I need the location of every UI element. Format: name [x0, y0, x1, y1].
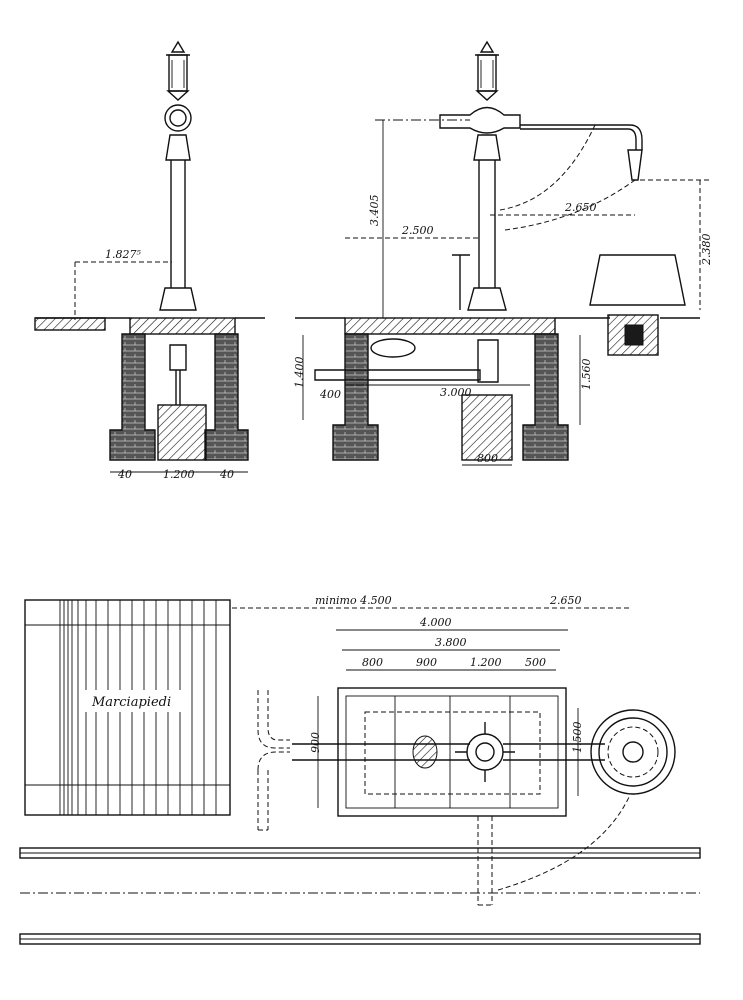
drain-pipe — [477, 816, 493, 906]
dim-900: 900 — [309, 732, 322, 753]
swing-arc-plan — [497, 794, 631, 891]
supply-pipe — [314, 369, 481, 381]
column-shaft-right — [478, 160, 496, 288]
pipe-to-crane — [503, 743, 605, 761]
tender-bucket — [589, 254, 686, 306]
pit-cover-left — [129, 317, 236, 335]
valve-plan — [455, 722, 515, 782]
dim-row-1: 800 — [362, 656, 383, 669]
pit-opening — [370, 338, 416, 358]
dim-3405: 3.405 — [368, 195, 381, 227]
dim-row-4: 500 — [525, 656, 546, 669]
dim-plan-2650: 2.650 — [549, 594, 582, 607]
pipe-plan — [292, 743, 470, 761]
lamp-right — [475, 40, 499, 101]
dim-row-3: 1.200 — [470, 656, 502, 669]
dim-400: 400 — [319, 388, 341, 401]
dim-base-2: 1.200 — [163, 468, 195, 481]
swing-arc — [499, 124, 596, 211]
dim-base-3: 40 — [219, 468, 234, 481]
column-base-right — [467, 287, 507, 311]
crane-spout — [627, 149, 643, 181]
valve-left — [169, 344, 187, 405]
dim-line-2380 — [640, 179, 712, 310]
dim-1500: 1.500 — [571, 722, 584, 754]
pit-wall-left-a — [109, 333, 156, 461]
crane-arm — [520, 124, 643, 150]
dim-min: minimo 4.500 — [315, 594, 392, 607]
pit-wall-right-b — [522, 333, 569, 461]
plan-view: Marciapiedi mini — [19, 594, 701, 945]
pit-block-left — [157, 404, 207, 461]
pipe-dashed-upper — [257, 690, 290, 749]
dim-base-1: 40 — [117, 468, 132, 481]
pit-plan-outer — [337, 687, 567, 817]
column-shaft-left — [170, 160, 186, 288]
column-capital-left — [165, 134, 191, 161]
platform-label: Marciapiedi — [91, 695, 171, 710]
pit-plan-hatch — [412, 735, 438, 769]
dim-2380: 2.380 — [700, 234, 713, 267]
dim-3000: 3.000 — [440, 386, 472, 399]
valve-ring-left — [164, 104, 192, 132]
valve-handle — [452, 254, 470, 310]
right-elevation: 3.405 2.500 2.650 2.380 1.400 400 3.000 … — [293, 40, 713, 466]
pit-cover-right — [344, 317, 556, 335]
pit-wall-left-b — [204, 333, 249, 461]
dim-1560: 1.560 — [580, 359, 593, 391]
pit-wall-right-a — [332, 333, 379, 461]
dim-2650: 2.650 — [564, 201, 597, 214]
column-base-left — [159, 287, 197, 311]
valve-right — [477, 339, 499, 383]
dim-800: 800 — [477, 452, 498, 465]
crane-head — [439, 106, 521, 134]
dim-2500: 2.500 — [401, 224, 434, 237]
dim-height-left: 1.827⁵ — [105, 248, 141, 261]
column-capital-right — [473, 134, 501, 161]
crane-plan-outer — [590, 709, 676, 795]
platform — [24, 599, 231, 816]
dim-row-2: 900 — [416, 656, 437, 669]
dim-3800: 3.800 — [435, 636, 467, 649]
left-elevation: 1.827⁵ 40 1.200 40 — [34, 40, 265, 481]
lamp-left — [166, 40, 190, 101]
ground-slab — [34, 317, 106, 331]
dim-4000: 4.000 — [419, 616, 452, 629]
dim-1400: 1.400 — [293, 357, 306, 389]
pit-block-right — [461, 394, 513, 461]
